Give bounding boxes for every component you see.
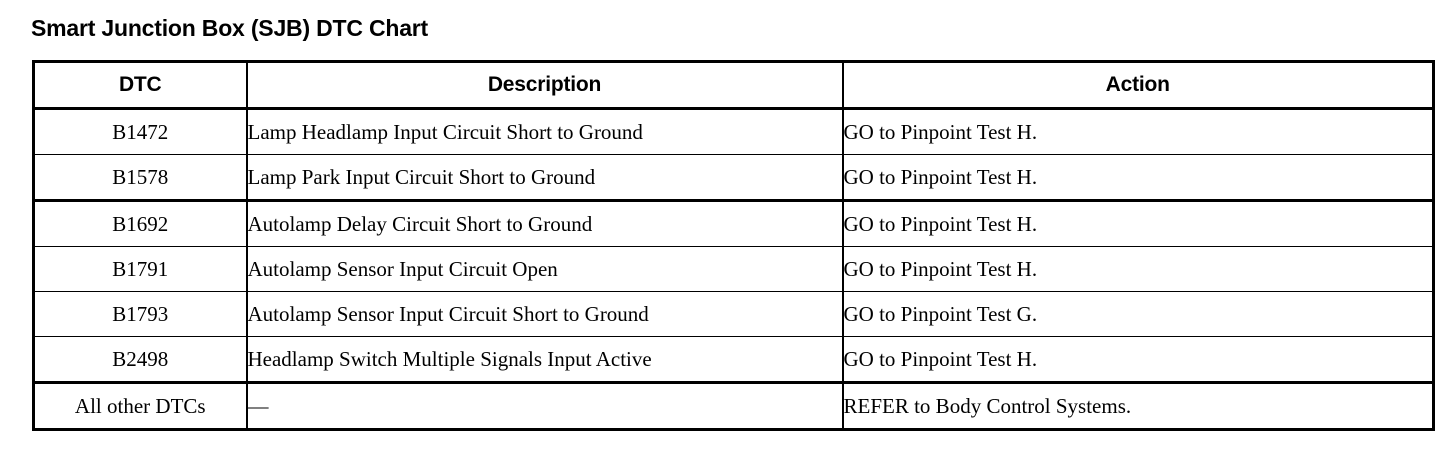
table-row: B1793 Autolamp Sensor Input Circuit Shor… xyxy=(32,291,1435,337)
column-header-action: Action xyxy=(841,60,1435,110)
cell-dtc: B1793 xyxy=(32,291,248,337)
table-row: B2498 Headlamp Switch Multiple Signals I… xyxy=(32,336,1435,384)
cell-description: Headlamp Switch Multiple Signals Input A… xyxy=(245,336,844,384)
table-header-row: DTC Description Action xyxy=(32,60,1435,110)
cell-dtc: B1791 xyxy=(32,246,248,292)
cell-dtc: B2498 xyxy=(32,336,248,384)
cell-action: GO to Pinpoint Test G. xyxy=(841,291,1435,337)
dtc-chart-table-container: DTC Description Action B1472 Lamp Headla… xyxy=(32,60,1435,431)
cell-action: GO to Pinpoint Test H. xyxy=(841,108,1435,155)
table-row: B1692 Autolamp Delay Circuit Short to Gr… xyxy=(32,200,1435,247)
table-row: B1791 Autolamp Sensor Input Circuit Open… xyxy=(32,246,1435,292)
cell-dtc: B1472 xyxy=(32,108,248,155)
cell-action: GO to Pinpoint Test H. xyxy=(841,154,1435,202)
cell-dtc: B1578 xyxy=(32,154,248,202)
cell-description: Autolamp Sensor Input Circuit Open xyxy=(245,246,844,292)
column-header-dtc: DTC xyxy=(32,60,248,110)
table-row: B1472 Lamp Headlamp Input Circuit Short … xyxy=(32,108,1435,155)
table-row: All other DTCs — REFER to Body Control S… xyxy=(32,382,1435,431)
cell-description: Autolamp Sensor Input Circuit Short to G… xyxy=(245,291,844,337)
cell-action: REFER to Body Control Systems. xyxy=(841,382,1435,431)
cell-dtc: B1692 xyxy=(32,200,248,247)
cell-dtc: All other DTCs xyxy=(32,382,248,431)
cell-action: GO to Pinpoint Test H. xyxy=(841,336,1435,384)
column-header-description: Description xyxy=(245,60,844,110)
table-row: B1578 Lamp Park Input Circuit Short to G… xyxy=(32,154,1435,202)
cell-description: Autolamp Delay Circuit Short to Ground xyxy=(245,200,844,247)
dtc-chart-table: DTC Description Action B1472 Lamp Headla… xyxy=(32,60,1435,431)
cell-action: GO to Pinpoint Test H. xyxy=(841,200,1435,247)
cell-action: GO to Pinpoint Test H. xyxy=(841,246,1435,292)
cell-description: — xyxy=(245,382,844,431)
cell-description: Lamp Park Input Circuit Short to Ground xyxy=(245,154,844,202)
cell-description: Lamp Headlamp Input Circuit Short to Gro… xyxy=(245,108,844,155)
page-title: Smart Junction Box (SJB) DTC Chart xyxy=(31,15,429,41)
